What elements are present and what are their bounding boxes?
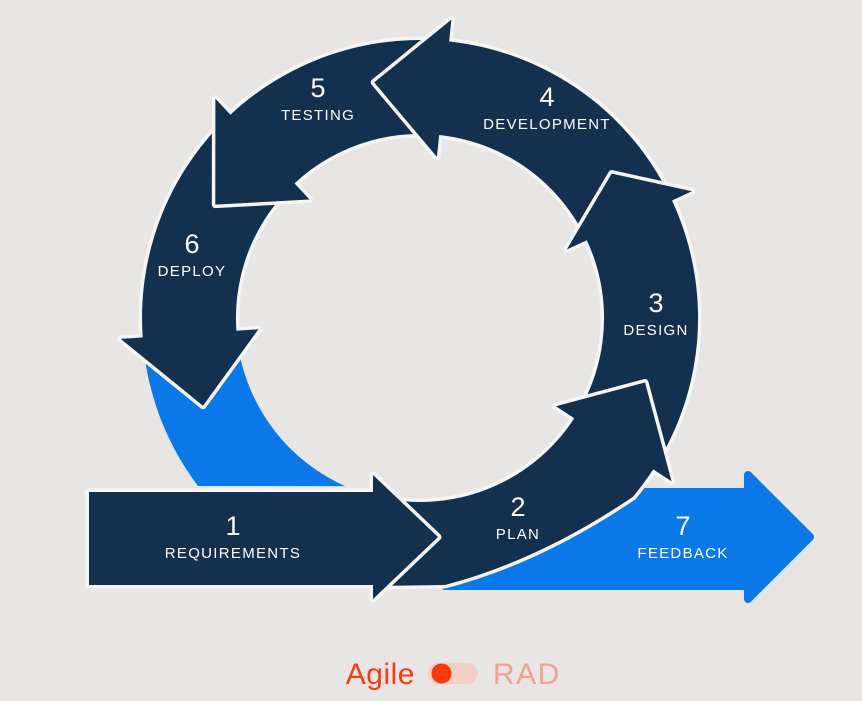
station-number-requirements: 1 — [225, 511, 240, 541]
station-number-plan: 2 — [510, 492, 525, 522]
station-number-testing: 5 — [310, 73, 325, 103]
station-labels: 1 REQUIREMENTS 2 PLAN 3 DESIGN 4 DEVELOP… — [158, 73, 728, 562]
station-label-requirements: REQUIREMENTS — [165, 545, 301, 562]
toggle-knob[interactable] — [431, 663, 452, 684]
station-label-design: DESIGN — [623, 322, 688, 339]
station-number-development: 4 — [539, 82, 554, 112]
station-number-deploy: 6 — [184, 229, 199, 259]
toggle-option-agile[interactable]: Agile — [346, 658, 415, 691]
agile-rad-toggle[interactable] — [428, 663, 478, 684]
station-label-testing: TESTING — [281, 107, 355, 124]
station-label-deploy: DEPLOY — [158, 263, 227, 280]
station-label-feedback: FEEDBACK — [637, 545, 728, 562]
station-number-feedback: 7 — [675, 511, 690, 541]
navy-layer — [85, 16, 702, 603]
methodology-toggle-group: Agile RAD — [346, 658, 561, 691]
station-number-design: 3 — [648, 288, 663, 318]
toggle-option-rad[interactable]: RAD — [493, 658, 561, 691]
station-label-plan: PLAN — [496, 526, 540, 543]
requirements-arrow — [85, 471, 442, 603]
station-label-development: DEVELOPMENT — [483, 116, 611, 133]
